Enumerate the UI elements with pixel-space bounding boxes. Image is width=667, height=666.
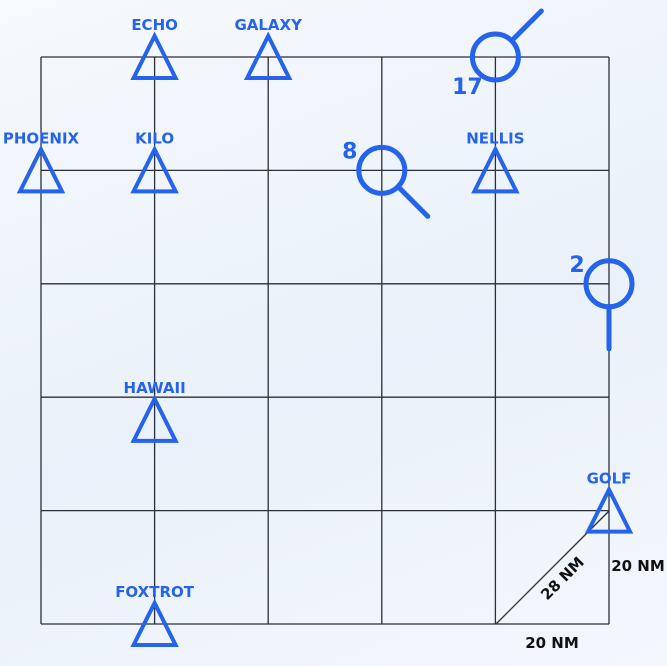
waypoint-layer: ECHO GALAXY PHOENIX KILO NELLIS HAWAII GOLF FOX… <box>3 16 634 647</box>
waypoint-triangle-icon <box>130 598 179 647</box>
waypoint-nellis[interactable]: NELLIS <box>466 129 525 194</box>
track-8[interactable]: 8 <box>342 139 431 219</box>
waypoint-triangle-icon <box>243 31 293 80</box>
track-ring-icon <box>356 144 408 196</box>
waypoint-triangle-icon <box>130 144 179 194</box>
track-label: 17 <box>452 75 483 100</box>
waypoint-foxtrot[interactable]: FOXTROT <box>115 583 195 647</box>
track-ring-icon <box>469 31 521 83</box>
track-heading-stem <box>509 8 544 44</box>
track-17[interactable]: 17 <box>452 8 544 100</box>
scale-label-horizontal: 20 NM <box>525 634 579 652</box>
waypoint-triangle-icon <box>130 394 179 443</box>
waypoint-label: HAWAII <box>124 379 186 397</box>
waypoint-label: GALAXY <box>234 16 303 34</box>
track-label: 8 <box>342 139 357 164</box>
waypoint-phoenix[interactable]: PHOENIX <box>3 129 80 194</box>
waypoint-label: KILO <box>135 129 174 147</box>
waypoint-kilo[interactable]: KILO <box>130 129 179 194</box>
track-2[interactable]: 2 <box>569 253 635 352</box>
waypoint-label: GOLF <box>587 470 632 488</box>
waypoint-triangle-icon <box>130 31 179 80</box>
waypoint-triangle-icon <box>584 485 634 534</box>
waypoint-triangle-icon <box>16 144 66 194</box>
waypoint-triangle-icon <box>471 144 520 194</box>
scale-label-vertical: 20 NM <box>611 557 665 575</box>
track-heading-stem <box>395 184 431 219</box>
scale-label-diagonal: 28 NM <box>537 553 588 604</box>
waypoint-golf[interactable]: GOLF <box>584 470 634 534</box>
waypoint-label: PHOENIX <box>3 129 80 147</box>
track-label: 2 <box>569 253 584 278</box>
waypoint-label: ECHO <box>131 16 178 34</box>
scale-indicator: 20 NM 20 NM 28 NM <box>495 510 665 652</box>
waypoint-echo[interactable]: ECHO <box>130 16 179 80</box>
waypoint-hawaii[interactable]: HAWAII <box>124 379 186 443</box>
waypoint-label: FOXTROT <box>115 583 195 601</box>
waypoint-label: NELLIS <box>466 129 524 147</box>
waypoint-galaxy[interactable]: GALAXY <box>234 16 303 80</box>
